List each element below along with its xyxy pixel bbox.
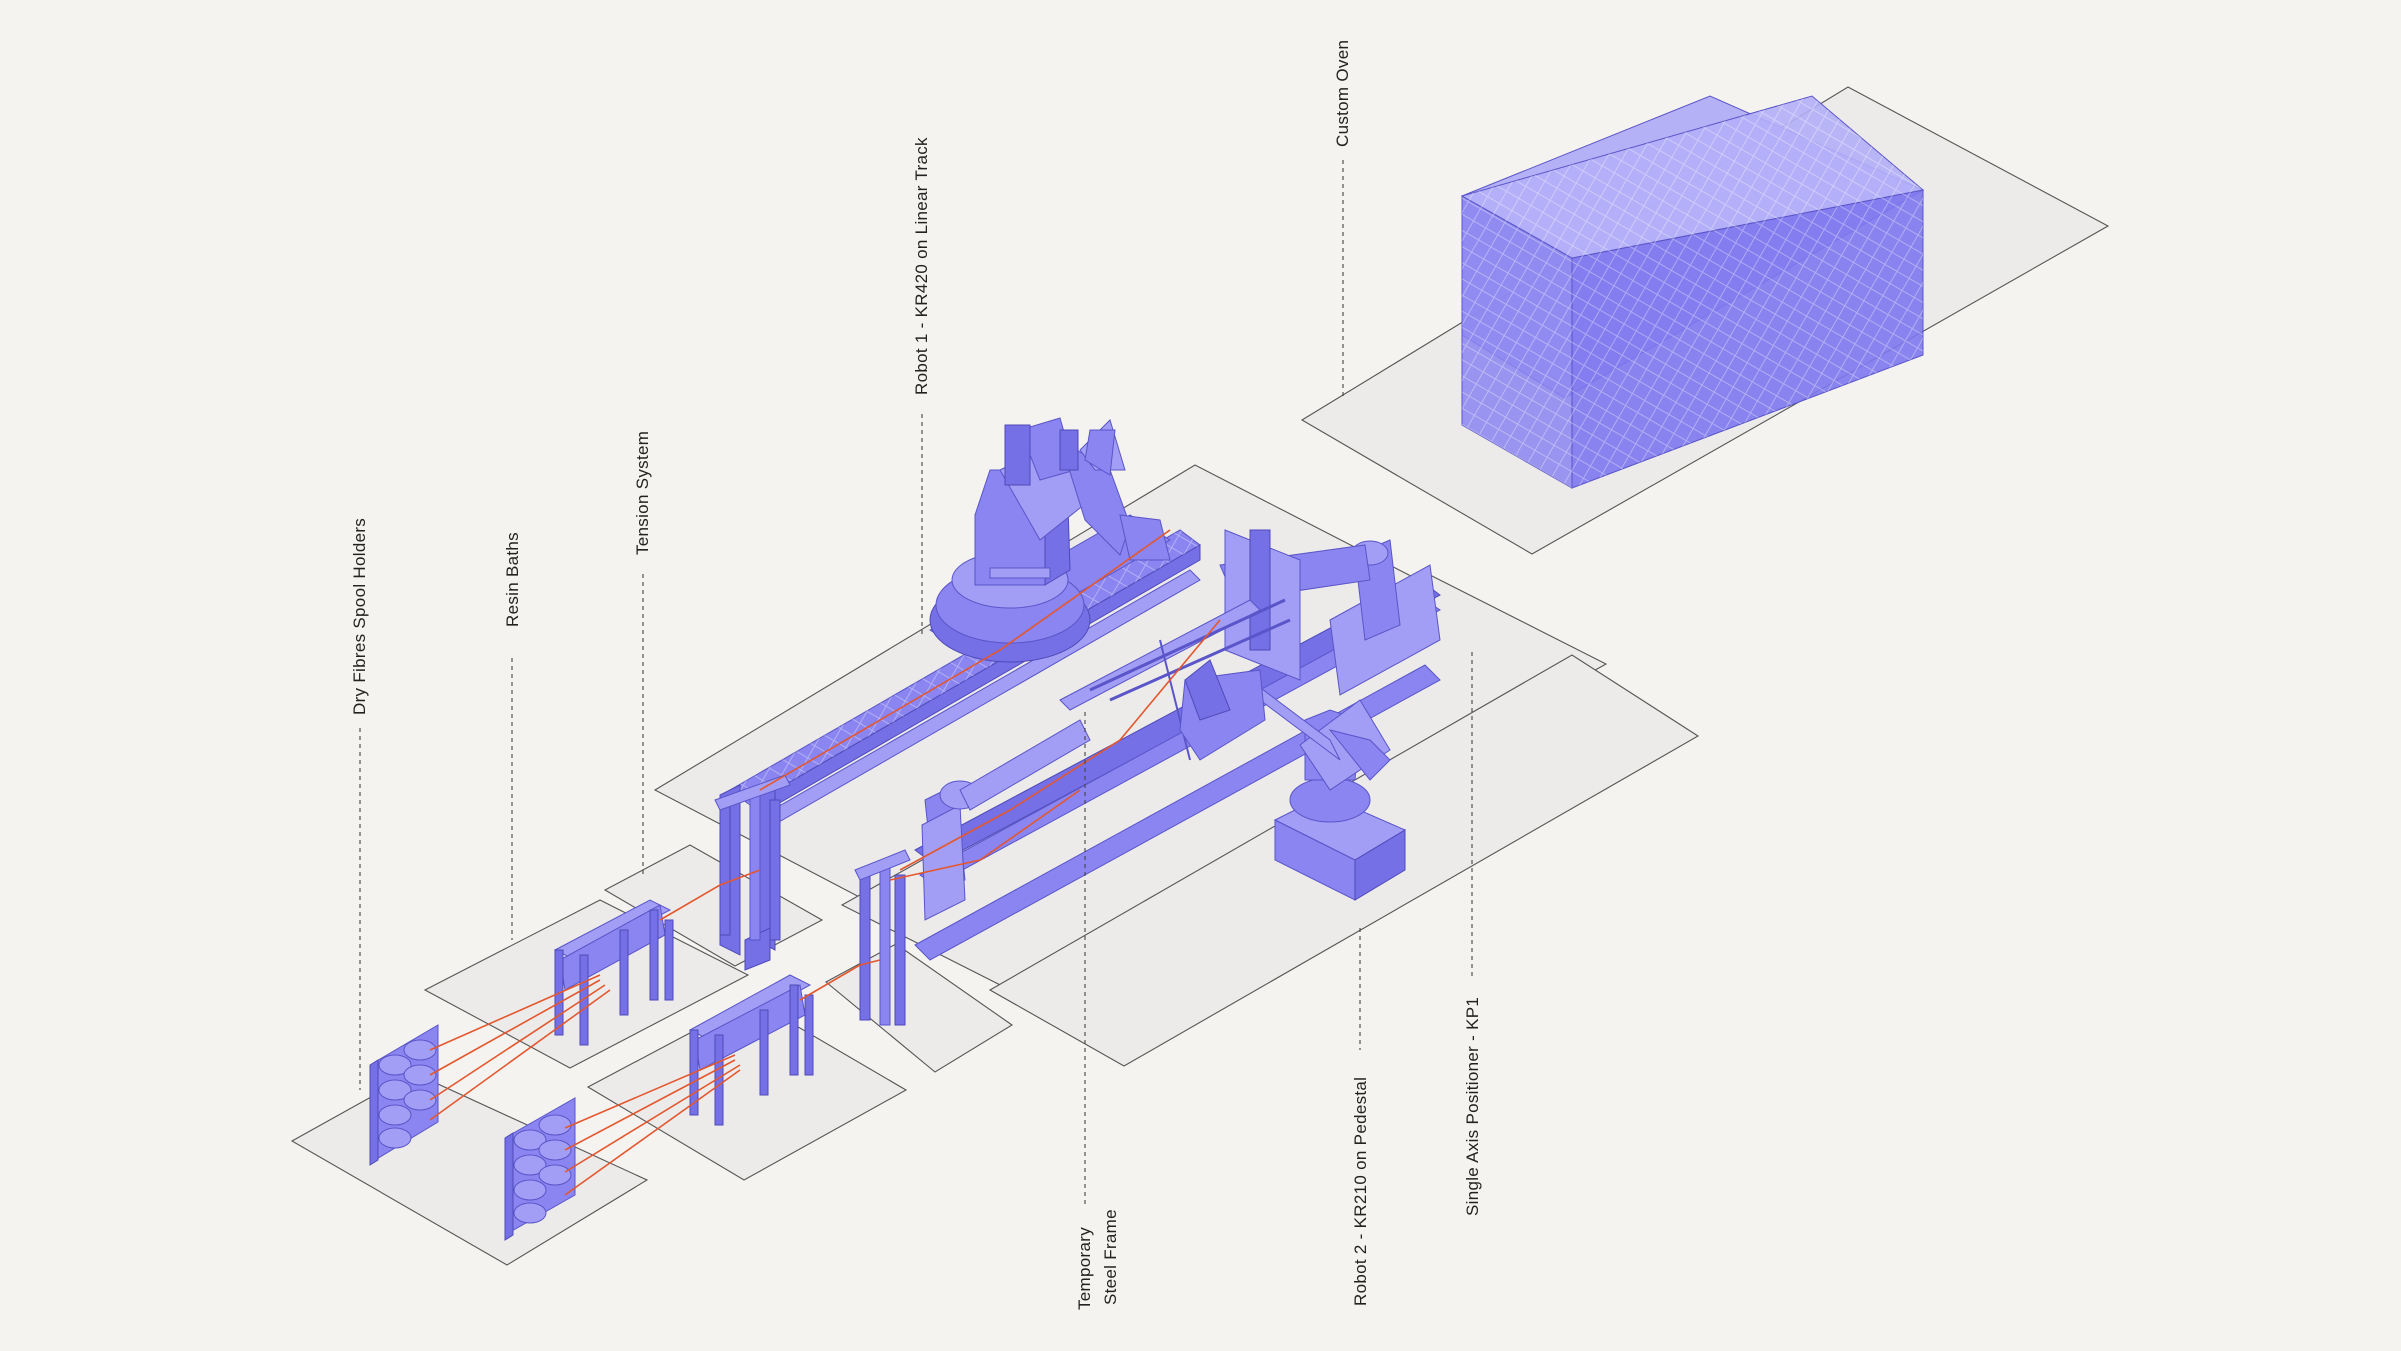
label-positioner: Single Axis Positioner - KP1 xyxy=(1463,997,1482,1216)
spool-platform xyxy=(290,1072,649,1266)
fibre-paths xyxy=(429,529,1221,1196)
spool-holder-1 xyxy=(369,1024,439,1166)
label-robot2: Robot 2 - KR210 on Pedestal xyxy=(1351,1077,1370,1306)
label-custom-oven: Custom Oven xyxy=(1333,40,1352,147)
tension-platform-2 xyxy=(825,943,1014,1073)
label-dry-fibres: Dry Fibres Spool Holders xyxy=(350,518,369,715)
robot1-kr420 xyxy=(929,417,1171,663)
leader-lines xyxy=(359,160,1473,1205)
label-resin-baths: Resin Baths xyxy=(503,532,522,627)
tension-frame-lower xyxy=(854,849,911,1026)
custom-oven xyxy=(1460,95,1925,489)
label-robot1: Robot 1 - KR420 on Linear Track xyxy=(912,137,931,395)
robot2-kr210 xyxy=(1179,659,1407,901)
label-steel-frame-line1: Temporary xyxy=(1075,1227,1094,1310)
tension-frame-upper xyxy=(714,774,791,941)
labels: Dry Fibres Spool Holders Resin Baths Ten… xyxy=(350,40,1482,1310)
label-steel-frame-line2: Steel Frame xyxy=(1101,1209,1120,1305)
spool-holder-2 xyxy=(504,1097,576,1241)
label-tension-system: Tension System xyxy=(633,431,652,555)
